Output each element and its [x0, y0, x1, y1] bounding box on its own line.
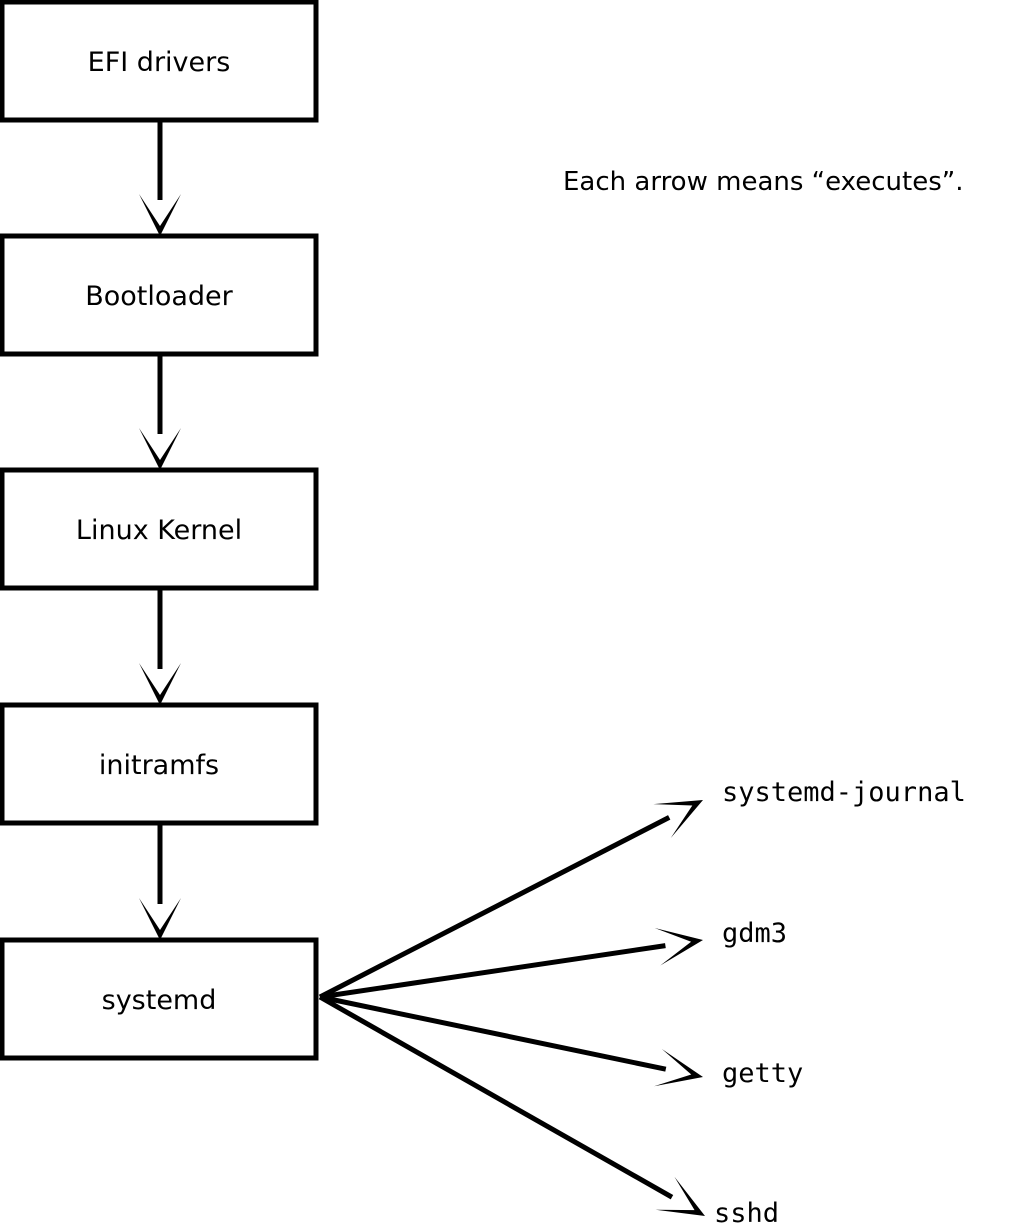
- box-outline-linux-kernel: [0, 467, 319, 591]
- arrowhead-getty: [654, 1049, 703, 1087]
- fan-edge-gdm3: [319, 943, 666, 1000]
- arrowhead-initramfs-to-systemd: [139, 898, 181, 940]
- service-label-systemd-journal: systemd-journal: [722, 777, 966, 808]
- fan-edge-systemd-journal: [318, 815, 671, 1000]
- box-outline-systemd: [0, 937, 319, 1061]
- process-box-initramfs[interactable]: initramfs: [0, 702, 319, 826]
- box-label-initramfs: initramfs: [99, 750, 219, 781]
- arrowhead-sshd: [655, 1176, 705, 1216]
- process-box-bootloader[interactable]: Bootloader: [0, 233, 319, 357]
- arrowhead-bootloader-to-kernel: [139, 428, 181, 470]
- fan-edges-group: [318, 800, 705, 1216]
- service-label-sshd: sshd: [714, 1198, 779, 1229]
- box-label-systemd: systemd: [102, 985, 217, 1016]
- service-label-gdm3: gdm3: [722, 918, 787, 949]
- box-outline-bootloader: [0, 233, 319, 357]
- fan-edge-sshd: [318, 994, 674, 1200]
- legend-annotation: Each arrow means “executes”.: [563, 167, 964, 197]
- box-outline-efi-drivers: [0, 0, 319, 123]
- process-box-systemd[interactable]: systemd: [0, 937, 319, 1061]
- arrowhead-systemd-journal: [653, 800, 703, 838]
- arrowhead-kernel-to-initramfs: [139, 663, 181, 705]
- box-outline-initramfs: [0, 702, 319, 826]
- process-box-linux-kernel[interactable]: Linux Kernel: [0, 467, 319, 591]
- arrowhead-gdm3: [654, 927, 703, 966]
- box-label-bootloader: Bootloader: [85, 281, 233, 312]
- process-box-efi-drivers[interactable]: EFI drivers: [0, 0, 319, 123]
- service-labels-group: systemd-journal gdm3 getty sshd: [714, 777, 966, 1229]
- service-label-getty: getty: [722, 1058, 803, 1089]
- box-label-efi-drivers: EFI drivers: [88, 47, 231, 78]
- arrowhead-efi-to-bootloader: [139, 194, 181, 236]
- fan-edge-getty: [319, 994, 667, 1072]
- box-label-linux-kernel: Linux Kernel: [76, 515, 242, 546]
- chain-edges-group: [139, 120, 181, 940]
